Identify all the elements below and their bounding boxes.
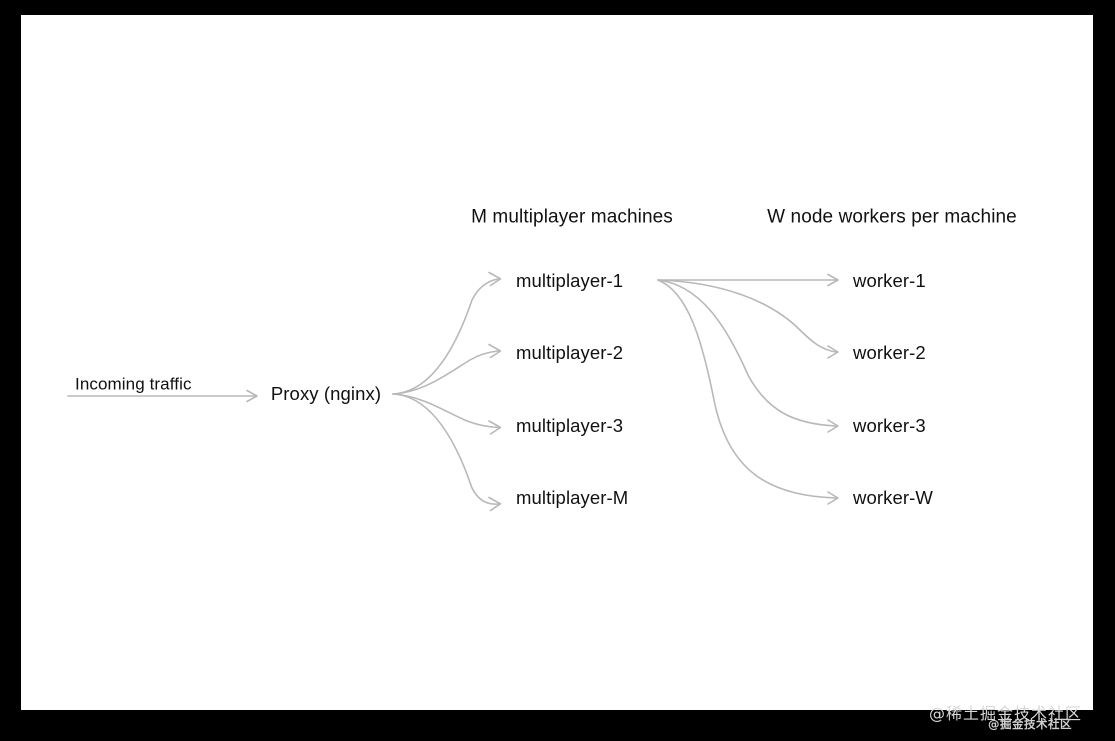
node-worker-1: worker-1 [853,269,926,291]
node-proxy-nginx: Proxy (nginx) [270,382,382,404]
slide-panel [21,15,1093,710]
watermark-primary: @稀土掘金技术社区 [929,704,1083,723]
node-multiplayer-2: multiplayer-2 [516,341,624,363]
incoming-traffic-label: Incoming traffic [75,374,192,394]
node-multiplayer-3: multiplayer-3 [516,414,624,436]
node-worker-w: worker-W [853,486,933,508]
column-header-multiplayer: M multiplayer machines [471,206,673,228]
column-header-workers: W node workers per machine [767,206,1017,228]
watermark-secondary: @掘金技术社区 [988,717,1072,731]
node-multiplayer-m: multiplayer-M [516,486,629,508]
node-multiplayer-1: multiplayer-1 [516,269,624,291]
node-worker-3: worker-3 [853,414,926,436]
node-worker-2: worker-2 [853,341,926,363]
